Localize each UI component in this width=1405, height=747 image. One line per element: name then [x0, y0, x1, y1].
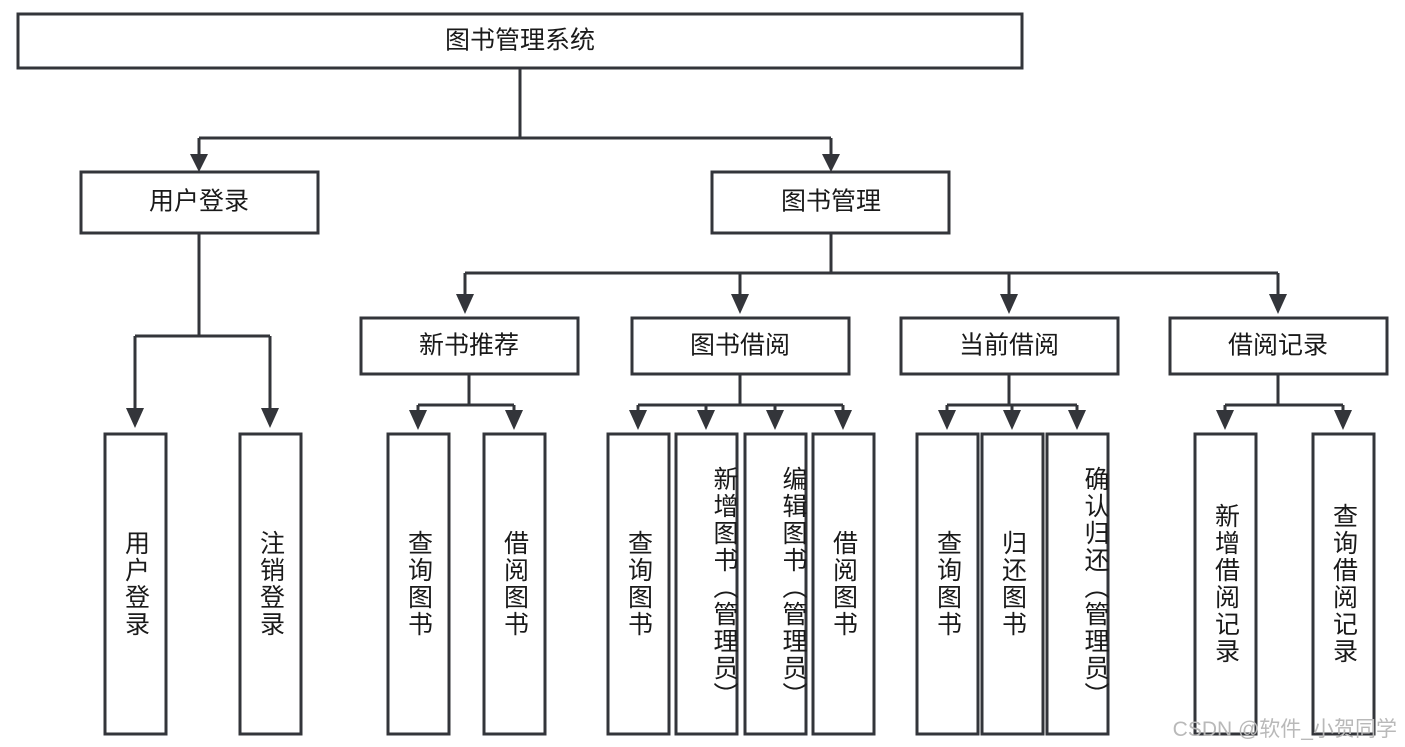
leaf-box-query-record[interactable]	[1311, 432, 1376, 736]
leaf-box-group-borrow-record	[1193, 432, 1376, 736]
node-root-label: 图书管理系统	[445, 27, 595, 55]
node-book-management[interactable]: 图书管理	[710, 170, 951, 235]
leaf-label-query-book-3: 查询图书	[933, 530, 962, 638]
leaf-box-group-book-borrow	[606, 432, 876, 736]
connector-borrowrecord-to-leaves	[1216, 374, 1352, 430]
connector-bookborrow-to-leaves	[629, 374, 852, 430]
watermark: CSDN @软件_小贺同学	[1172, 718, 1397, 741]
leaf-box-add-record[interactable]	[1193, 432, 1258, 736]
leaf-box-add-book[interactable]	[674, 432, 739, 736]
connector-newbook-to-leaves	[409, 374, 523, 430]
leaf-box-borrow-book-2[interactable]	[811, 432, 876, 736]
node-current-borrow-label: 当前借阅	[959, 332, 1059, 360]
leaf-box-borrow-book-1[interactable]	[482, 432, 547, 736]
leaf-label-borrow-book-2: 借阅图书	[829, 530, 858, 638]
leaf-box-group-current-borrow	[915, 432, 1110, 736]
node-root[interactable]: 图书管理系统	[16, 12, 1024, 70]
connector-currentborrow-to-leaves	[938, 374, 1086, 430]
leaf-box-edit-book[interactable]	[743, 432, 808, 736]
leaf-label-logout-login: 注销登录	[256, 530, 285, 638]
leaf-box-user-login[interactable]	[103, 432, 168, 736]
node-new-book-recommend-label: 新书推荐	[419, 332, 519, 360]
leaf-label-user-login: 用户登录	[121, 530, 150, 638]
leaf-label-edit-book: 编辑图书（管理员）	[779, 465, 807, 709]
node-user-login-label: 用户登录	[149, 188, 249, 216]
leaf-box-confirm-return[interactable]	[1045, 432, 1110, 736]
leaf-box-query-book-1[interactable]	[386, 432, 451, 736]
connector-bookmgmt-to-level3	[456, 233, 1287, 314]
leaf-box-query-book-3[interactable]	[915, 432, 980, 736]
node-new-book-recommend[interactable]: 新书推荐	[359, 316, 580, 376]
leaf-box-query-book-2[interactable]	[606, 432, 671, 736]
node-current-borrow[interactable]: 当前借阅	[899, 316, 1120, 376]
leaf-label-query-book-1: 查询图书	[404, 530, 433, 638]
leaf-label-add-book: 新增图书（管理员）	[710, 465, 738, 709]
leaf-label-borrow-book-1: 借阅图书	[500, 530, 529, 638]
connector-root-to-level2	[190, 68, 840, 172]
leaf-box-return-book[interactable]	[980, 432, 1045, 736]
node-book-management-label: 图书管理	[781, 188, 881, 216]
leaf-label-query-book-2: 查询图书	[624, 530, 653, 638]
node-borrow-record-label: 借阅记录	[1228, 332, 1328, 360]
node-book-borrow-label: 图书借阅	[690, 332, 790, 360]
connector-userlogin-to-leaves	[126, 233, 279, 428]
leaf-label-add-record: 新增借阅记录	[1211, 503, 1240, 665]
node-user-login[interactable]: 用户登录	[79, 170, 320, 235]
leaf-label-query-record: 查询借阅记录	[1329, 503, 1358, 665]
leaf-label-confirm-return: 确认归还（管理员）	[1081, 465, 1109, 709]
node-borrow-record[interactable]: 借阅记录	[1168, 316, 1389, 376]
leaf-box-group-user-login	[103, 432, 303, 736]
leaf-box-logout-login[interactable]	[238, 432, 303, 736]
node-book-borrow[interactable]: 图书借阅	[630, 316, 851, 376]
leaf-box-group-new-book	[386, 432, 547, 736]
leaf-label-return-book: 归还图书	[998, 530, 1027, 638]
